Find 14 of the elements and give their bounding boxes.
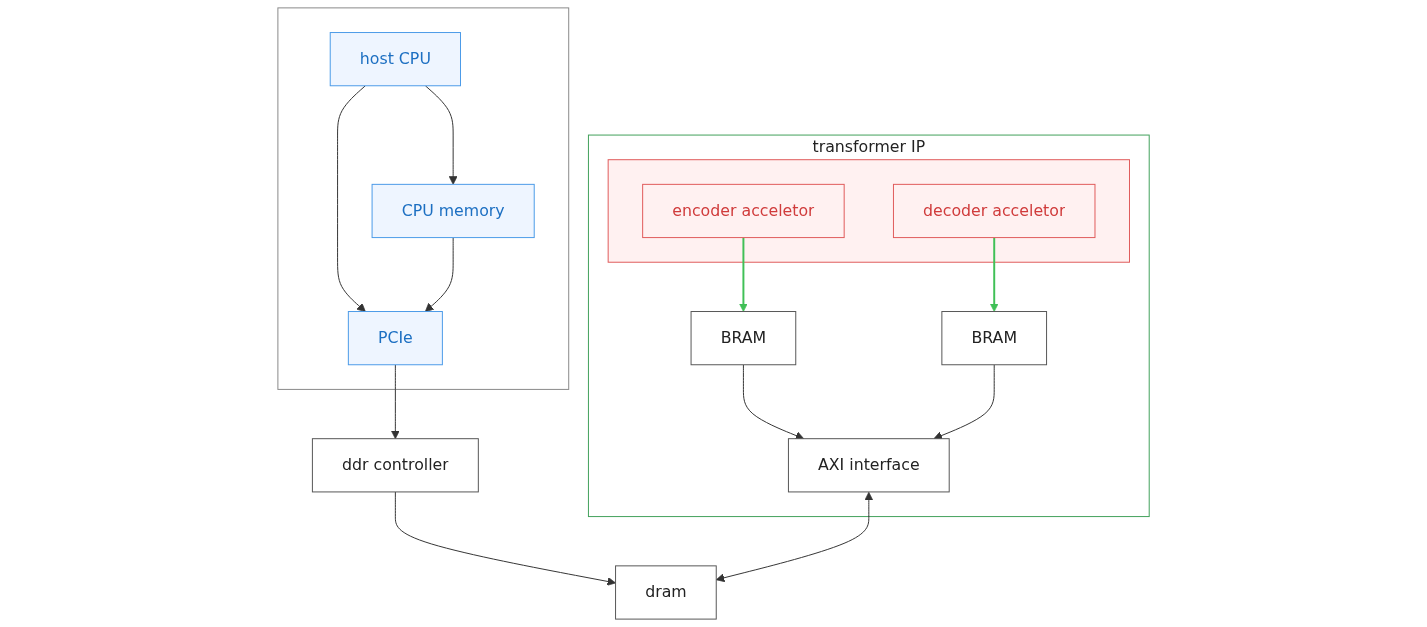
arrow — [989, 236, 999, 312]
arrow — [739, 236, 748, 312]
cluster — [607, 159, 1130, 263]
node-box: host CPU — [329, 32, 461, 87]
node-box: encoder acceletor — [642, 183, 845, 239]
node-box: ddr controller — [311, 438, 479, 493]
node-box: BRAM — [690, 311, 797, 366]
node-box: decoder acceletor — [892, 183, 1096, 239]
node-box: BRAM — [941, 311, 1047, 366]
node-box: AXI interface — [787, 438, 950, 493]
node-box: PCIe — [347, 311, 443, 366]
node-box: CPU memory — [371, 183, 535, 239]
node-box: dram — [615, 565, 717, 620]
cluster — [277, 7, 570, 390]
